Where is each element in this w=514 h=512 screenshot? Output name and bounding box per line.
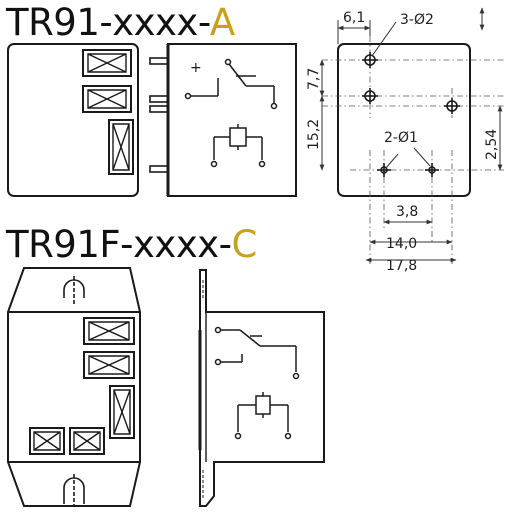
dim-7-7: 7,7 xyxy=(306,68,322,90)
mounting-hole-bottom xyxy=(63,474,85,506)
dim-14-0: 14,0 xyxy=(386,236,417,252)
f-contact-schematic xyxy=(214,326,300,380)
dim-6-1: 6,1 xyxy=(343,10,365,26)
title-tr91f-c-suffix: C xyxy=(231,223,257,266)
terminal-pins xyxy=(149,57,169,173)
dim-2-54: 2,54 xyxy=(484,129,500,160)
dim-15-2: 15,2 xyxy=(306,119,322,150)
dim-3-8: 3,8 xyxy=(396,204,418,220)
f-terminal-3 xyxy=(109,385,135,439)
tr91-side-view xyxy=(149,43,297,197)
pin-holes xyxy=(362,52,460,177)
title-tr91-a: TR91-xxxx-A xyxy=(6,4,235,41)
plus-sign: + xyxy=(190,60,202,76)
tr91f-front-view xyxy=(7,267,141,507)
tr91-front-view xyxy=(7,43,139,197)
dim-17-8: 17,8 xyxy=(386,258,417,274)
f-terminal-5 xyxy=(69,427,105,455)
mounting-hole-top xyxy=(63,276,85,304)
dimension-lines xyxy=(319,7,503,263)
f-coil-schematic xyxy=(234,392,292,440)
dim-2-phi1: 2-Ø1 xyxy=(384,130,418,146)
f-terminal-4 xyxy=(29,427,65,455)
coil-schematic xyxy=(210,124,266,168)
tr91f-side-view xyxy=(198,269,325,507)
terminal-2 xyxy=(82,85,132,113)
contact-schematic xyxy=(184,58,278,110)
title-tr91f-c-main: TR91F-xxxx- xyxy=(6,223,232,266)
footprint-view xyxy=(319,7,504,264)
title-tr91-a-suffix: A xyxy=(209,1,235,44)
f-terminal-1 xyxy=(83,317,135,345)
title-tr91-a-main: TR91-xxxx- xyxy=(6,1,210,44)
centerlines xyxy=(322,36,504,264)
title-tr91f-c: TR91F-xxxx-C xyxy=(6,226,257,263)
dim-3-phi2: 3-Ø2 xyxy=(400,12,434,28)
terminal-1 xyxy=(82,49,132,77)
f-terminal-2 xyxy=(83,351,135,379)
terminal-3 xyxy=(108,119,134,175)
